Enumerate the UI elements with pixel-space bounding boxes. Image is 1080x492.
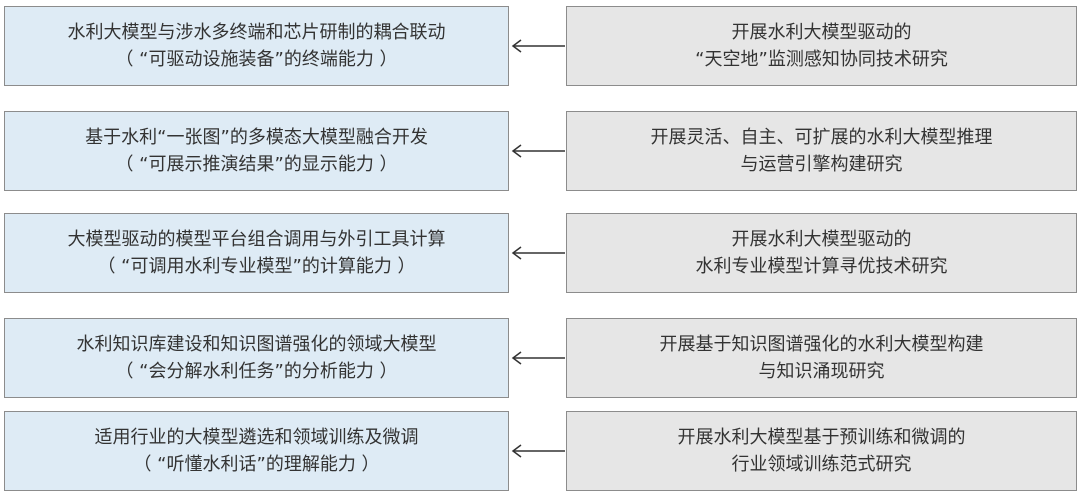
research-box-4: 开展基于知识图谱强化的水利大模型构建 与知识涌现研究: [566, 318, 1077, 398]
capability-box-2: 基于水利“一张图”的多模态大模型融合开发 （ “可展示推演结果”的显示能力 ）: [4, 111, 509, 191]
capability-box-2-line-2: （ “可展示推演结果”的显示能力 ）: [115, 154, 398, 175]
research-box-2-line-1: 开展灵活、自主、可扩展的水利大模型推理: [650, 127, 993, 148]
diagram-row-3: 大模型驱动的模型平台组合调用与外引工具计算 （ “可调用水利专业模型”的计算能力…: [0, 213, 1080, 293]
research-box-3-line-1: 开展水利大模型驱动的: [731, 229, 912, 250]
capability-box-4: 水利知识库建设和知识图谱强化的领域大模型 （ “会分解水利任务”的分析能力 ）: [4, 318, 509, 398]
capability-box-3-line-2: （ “可调用水利专业模型”的计算能力 ）: [97, 256, 416, 277]
research-box-1-line-1: 开展水利大模型驱动的: [731, 22, 912, 43]
capability-box-1: 水利大模型与涉水多终端和芯片研制的耦合联动 （ “可驱动设施装备”的终端能力 ）: [4, 6, 509, 86]
capability-box-4-line-2: （ “会分解水利任务”的分析能力 ）: [115, 361, 398, 382]
research-box-5-line-2: 行业领域训练范式研究: [731, 454, 912, 475]
capability-box-5: 适用行业的大模型遴选和领域训练及微调 （ “听懂水利话”的理解能力 ）: [4, 411, 509, 491]
capability-box-2-line-1: 基于水利“一张图”的多模态大模型融合开发: [85, 127, 428, 148]
research-box-5-line-1: 开展水利大模型基于预训练和微调的: [677, 427, 966, 448]
research-box-4-line-1: 开展基于知识图谱强化的水利大模型构建: [659, 334, 984, 355]
research-box-5: 开展水利大模型基于预训练和微调的 行业领域训练范式研究: [566, 411, 1077, 491]
capability-box-4-line-1: 水利知识库建设和知识图谱强化的领域大模型: [76, 334, 437, 355]
diagram-row-2: 基于水利“一张图”的多模态大模型融合开发 （ “可展示推演结果”的显示能力 ） …: [0, 111, 1080, 191]
research-box-3: 开展水利大模型驱动的 水利专业模型计算寻优技术研究: [566, 213, 1077, 293]
research-box-1-line-2: “天空地”监测感知协同技术研究: [695, 49, 948, 70]
capability-box-5-line-2: （ “听懂水利话”的理解能力 ）: [133, 454, 380, 475]
diagram-row-5: 适用行业的大模型遴选和领域训练及微调 （ “听懂水利话”的理解能力 ） 开展水利…: [0, 411, 1080, 491]
research-box-2: 开展灵活、自主、可扩展的水利大模型推理 与运营引擎构建研究: [566, 111, 1077, 191]
research-box-4-line-2: 与知识涌现研究: [758, 361, 885, 382]
capability-box-3-line-1: 大模型驱动的模型平台组合调用与外引工具计算: [67, 229, 446, 250]
arrow-left-icon-4: [511, 351, 565, 365]
arrow-left-icon-1: [511, 39, 565, 53]
arrow-left-icon-3: [511, 246, 565, 260]
capability-box-1-line-1: 水利大模型与涉水多终端和芯片研制的耦合联动: [67, 22, 446, 43]
capability-box-1-line-2: （ “可驱动设施装备”的终端能力 ）: [115, 49, 398, 70]
capability-box-5-line-1: 适用行业的大模型遴选和领域训练及微调: [94, 427, 419, 448]
research-box-2-line-2: 与运营引擎构建研究: [740, 154, 903, 175]
diagram-row-1: 水利大模型与涉水多终端和芯片研制的耦合联动 （ “可驱动设施装备”的终端能力 ）…: [0, 6, 1080, 86]
diagram-row-4: 水利知识库建设和知识图谱强化的领域大模型 （ “会分解水利任务”的分析能力 ） …: [0, 318, 1080, 398]
arrow-left-icon-5: [511, 444, 565, 458]
research-box-3-line-2: 水利专业模型计算寻优技术研究: [695, 256, 948, 277]
research-box-1: 开展水利大模型驱动的 “天空地”监测感知协同技术研究: [566, 6, 1077, 86]
arrow-left-icon-2: [511, 144, 565, 158]
capability-box-3: 大模型驱动的模型平台组合调用与外引工具计算 （ “可调用水利专业模型”的计算能力…: [4, 213, 509, 293]
